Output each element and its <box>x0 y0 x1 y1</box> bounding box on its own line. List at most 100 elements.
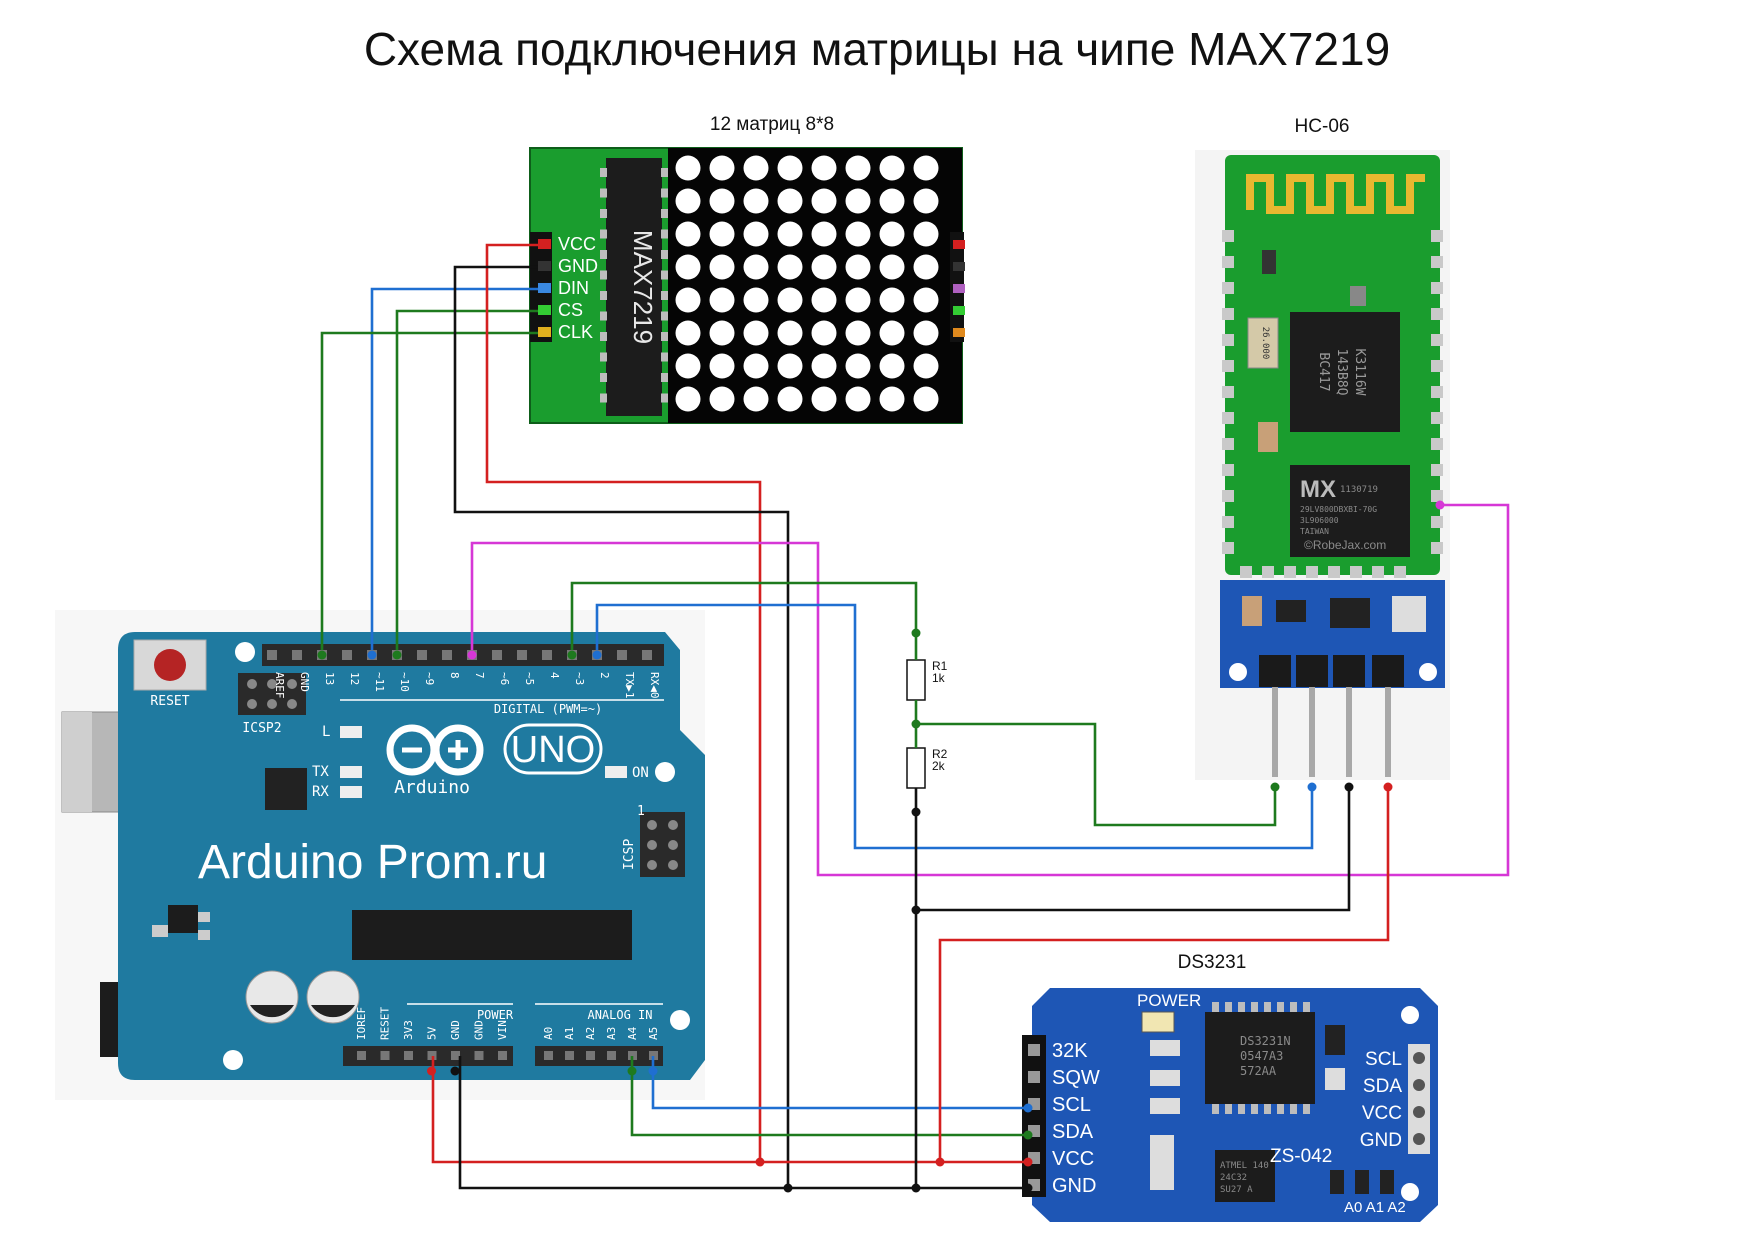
rtc-model-label: ZS-042 <box>1270 1146 1332 1167</box>
wire-junction <box>935 1157 945 1167</box>
bluetooth-watermark: ©RobeJax.com <box>1304 538 1386 552</box>
matrix-caption: 12 матриц 8*8 <box>710 114 834 135</box>
matrix-led <box>675 188 701 214</box>
eeprom-text: 24C32 <box>1220 1173 1247 1183</box>
wire-vcc <box>431 243 762 1164</box>
flash-chip <box>1290 465 1410 557</box>
digital-pin-label: 7 <box>473 672 486 679</box>
matrix-led <box>743 320 769 346</box>
led-tx <box>340 766 362 778</box>
wire-junction <box>467 650 477 660</box>
castellated-pad <box>1306 566 1318 578</box>
wire-bt-rxd <box>916 722 1277 827</box>
matrix-led <box>777 254 803 280</box>
wire-junction <box>911 807 921 817</box>
castellated-pad <box>1222 308 1234 320</box>
digital-pin-label: 8 <box>448 672 461 679</box>
wire-din <box>370 287 538 650</box>
chip-leg <box>600 229 607 239</box>
matrix-led-dots <box>675 155 939 412</box>
chip-leg <box>661 209 668 218</box>
header-pin-housing <box>1333 655 1365 687</box>
matrix-led <box>743 254 769 280</box>
wire-bt-rx <box>470 503 1510 877</box>
resistor-r2-value: 2k <box>932 759 946 773</box>
analog-pin-label: A2 <box>584 1027 597 1040</box>
matrix-led <box>811 287 837 313</box>
flash-brand: MX <box>1300 476 1336 503</box>
analog-header <box>535 1046 663 1066</box>
resistor-r1-ref: R1 <box>932 659 948 673</box>
ds3231-chip-text: DS3231N <box>1240 1034 1291 1048</box>
rtc-left-pin-label: 32K <box>1052 1040 1088 1062</box>
chip-leg <box>1238 1002 1245 1012</box>
chip-leg <box>661 168 668 177</box>
matrix-led <box>743 353 769 379</box>
matrix-led <box>675 254 701 280</box>
power-pin-hole <box>474 1051 484 1060</box>
eeprom-text: SU27 A <box>1220 1185 1253 1195</box>
analog-pin-label: A3 <box>605 1027 618 1040</box>
chip-leg <box>1212 1104 1219 1114</box>
header-pin <box>1272 687 1278 777</box>
smd-component <box>1262 250 1276 274</box>
castellated-pad <box>1431 490 1443 502</box>
digital-pin-label: ~10 <box>398 672 411 692</box>
rtc-right-pin <box>1413 1133 1425 1145</box>
analog-label: ANALOG IN <box>587 1008 652 1022</box>
rtc-right-pin <box>1413 1052 1425 1064</box>
matrix-led <box>845 188 871 214</box>
chip-leg <box>1290 1002 1297 1012</box>
digital-pin-label: ~3 <box>573 672 586 685</box>
rtc-left-pin-label: GND <box>1052 1175 1096 1197</box>
matrix-led <box>709 287 735 313</box>
matrix-pin-label-gnd: GND <box>558 256 598 276</box>
chip-leg <box>600 393 607 403</box>
bc417-chip <box>1290 312 1400 432</box>
wire-cs <box>395 309 538 650</box>
matrix-led <box>777 287 803 313</box>
matrix-led <box>675 353 701 379</box>
transistor-pin <box>198 912 210 922</box>
wire-junction <box>1270 782 1280 792</box>
analog-pin-hole <box>628 1051 637 1060</box>
led-on-label: ON <box>632 765 649 781</box>
castellated-pad <box>1431 516 1443 528</box>
castellated-pad <box>1431 438 1443 450</box>
matrix-led <box>709 386 735 412</box>
digital-header <box>262 644 664 666</box>
matrix-led <box>845 386 871 412</box>
matrix-pin-label-vcc: VCC <box>558 234 596 254</box>
led-rx-label: RX <box>312 784 329 800</box>
matrix-led <box>845 254 871 280</box>
chip-leg <box>600 209 607 218</box>
icsp-pin1-label: 1 <box>637 804 645 819</box>
castellated-pad <box>1431 282 1443 294</box>
matrix-led <box>675 221 701 247</box>
digital-pin-hole <box>342 650 352 660</box>
analog-pin-label: A1 <box>563 1027 576 1040</box>
chip-leg <box>1290 1104 1297 1114</box>
matrix-led-block <box>668 148 962 423</box>
matrix-led <box>675 155 701 181</box>
wire-junction <box>627 1066 637 1076</box>
chip-leg <box>1303 1002 1310 1012</box>
voltage-regulator <box>265 768 307 810</box>
analog-pin-hole <box>607 1051 616 1060</box>
transistor <box>168 905 198 933</box>
smd-led <box>1350 286 1366 306</box>
board-pcb <box>118 632 705 1080</box>
chip-leg <box>1251 1104 1258 1114</box>
castellated-pad <box>1222 490 1234 502</box>
max7219-chip <box>606 158 662 416</box>
power-pin-hole <box>427 1051 437 1060</box>
castellated-pad <box>1431 256 1443 268</box>
rtc-right-pin-label: SDA <box>1363 1076 1402 1097</box>
